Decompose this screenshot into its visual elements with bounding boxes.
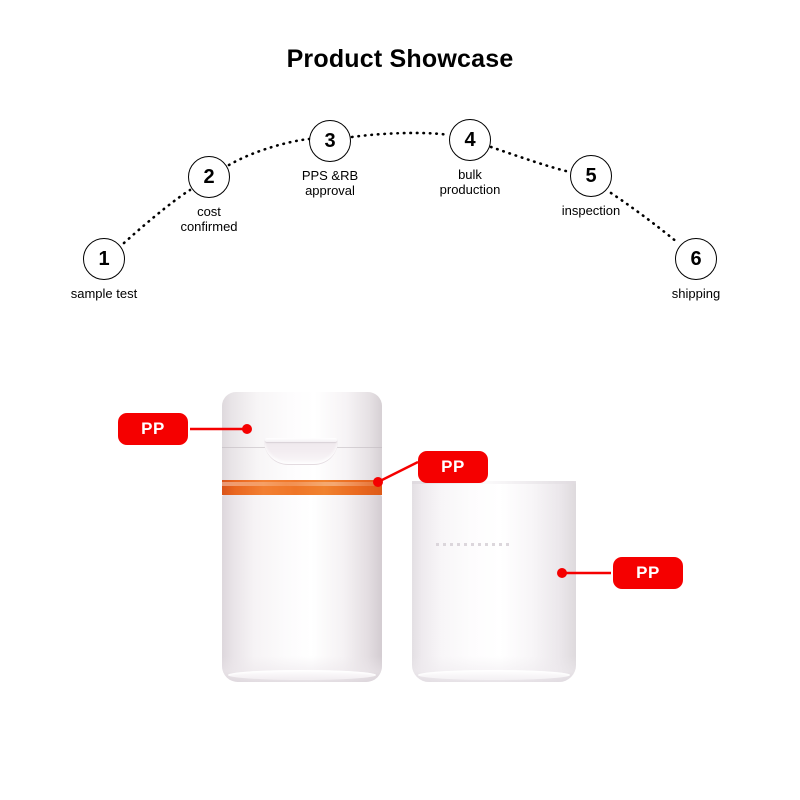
jar-base-rim <box>228 670 376 680</box>
jar-body <box>222 495 382 682</box>
flow-step-6-circle[interactable]: 6 <box>675 238 717 280</box>
flow-step-4-label: bulk production <box>439 167 501 197</box>
jar-open-base-rim <box>418 670 570 680</box>
callout-badge-band[interactable]: PP <box>418 451 488 483</box>
flow-step-3[interactable]: 3 PPS &RB approval <box>250 120 410 198</box>
callout-badge-open-jar[interactable]: PP <box>613 557 683 589</box>
jar-open-embossed-text <box>436 543 512 546</box>
flow-step-3-circle[interactable]: 3 <box>309 120 351 162</box>
callout-badge-lid-label: PP <box>141 419 165 438</box>
jar-with-lid <box>222 392 382 682</box>
flow-step-2-number: 2 <box>203 166 215 188</box>
flow-step-3-label: PPS &RB approval <box>301 168 359 198</box>
flow-arc-dotted-path <box>122 131 680 245</box>
jar-open-top-rim <box>412 481 576 484</box>
flow-step-5[interactable]: 5 inspection <box>511 155 671 218</box>
callout-badge-lid[interactable]: PP <box>118 413 188 445</box>
jar-orange-band <box>222 480 382 495</box>
flow-step-1-number: 1 <box>98 248 110 270</box>
flow-step-1-label: sample test <box>70 286 138 301</box>
jar-open-body <box>412 481 576 682</box>
callout-badge-open-jar-label: PP <box>636 563 660 582</box>
jar-lid-notch-lip <box>265 438 337 442</box>
page-title: Product Showcase <box>286 45 514 73</box>
flow-step-2[interactable]: 2 cost confirmed <box>129 156 289 234</box>
jar-without-lid <box>412 481 576 682</box>
flow-step-5-label: inspection <box>561 203 621 218</box>
callout-badge-band-label: PP <box>441 457 465 476</box>
flow-step-5-number: 5 <box>585 165 597 187</box>
jar-lid <box>222 392 382 482</box>
flow-step-3-number: 3 <box>324 130 336 152</box>
flow-step-6-number: 6 <box>690 248 702 270</box>
flow-step-5-circle[interactable]: 5 <box>570 155 612 197</box>
flow-step-6-label: shipping <box>671 286 721 301</box>
jar-lid-notch-bowl <box>264 441 338 465</box>
product-photo <box>0 330 800 730</box>
flow-step-4-circle[interactable]: 4 <box>449 119 491 161</box>
jar-lid-thumb-notch <box>264 438 338 465</box>
jar-orange-band-gloss <box>222 482 382 486</box>
flow-step-4-number: 4 <box>464 129 476 151</box>
flow-step-4[interactable]: 4 bulk production <box>390 119 550 197</box>
flow-step-1[interactable]: 1 sample test <box>24 238 184 301</box>
flow-step-6[interactable]: 6 shipping <box>616 238 776 301</box>
flow-step-2-label: cost confirmed <box>180 204 238 234</box>
flow-step-2-circle[interactable]: 2 <box>188 156 230 198</box>
process-flow: 1 sample test 2 cost confirmed 3 PPS &RB… <box>0 0 800 330</box>
flow-step-1-circle[interactable]: 1 <box>83 238 125 280</box>
